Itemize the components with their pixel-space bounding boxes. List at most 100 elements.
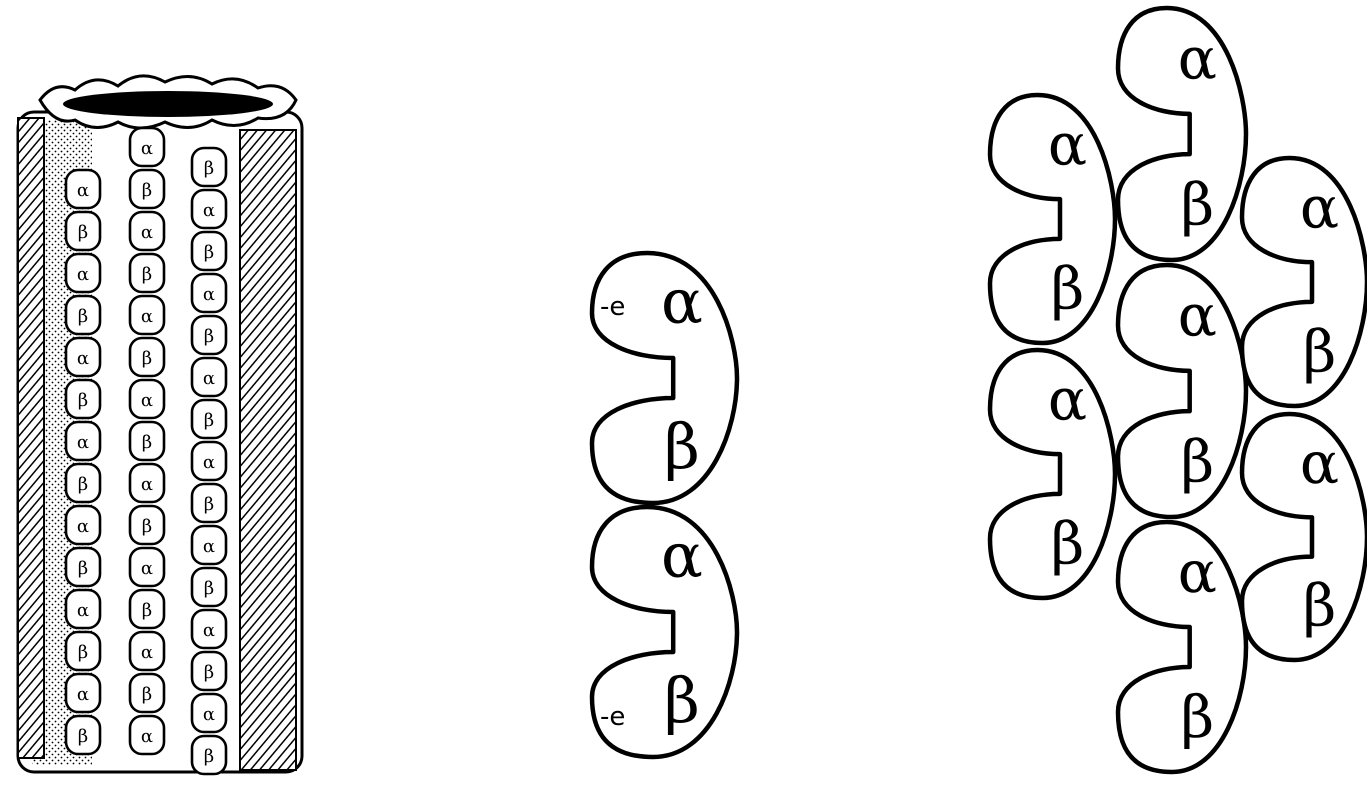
microtubule-subunit-shape [190, 440, 228, 482]
stack-charge-label: -e [600, 702, 625, 732]
stack-dimer-outline [589, 504, 740, 760]
microtubule-subunit-label: β [142, 600, 152, 621]
microtubule-subunit-label: α [141, 642, 153, 663]
stack-charge-label: -e [600, 292, 625, 322]
lattice-dimer-outline [987, 92, 1118, 346]
stack-dimer: αβ [589, 504, 740, 760]
microtubule-subunit-label: β [78, 306, 88, 327]
stack-dimer-outline [589, 250, 740, 506]
microtubule-subunit-shape [64, 378, 102, 420]
microtubule-subunit-label: β [142, 516, 152, 537]
lattice-dimer: αβ [987, 347, 1118, 601]
microtubule-subunit: α [64, 168, 102, 210]
microtubule-side-right [239, 129, 297, 771]
microtubule-subunit: β [64, 378, 102, 420]
microtubule-subunit-label: α [77, 516, 89, 537]
microtubule-subunit: β [190, 314, 228, 356]
microtubule-subunit: α [128, 630, 166, 672]
microtubule-subunit-shape [128, 378, 166, 420]
lattice-dimer: αβ [1239, 155, 1367, 409]
microtubule-subunit-label: β [142, 180, 152, 201]
lattice-beta-label: β [1181, 683, 1215, 751]
microtubule-subunit-shape [128, 504, 166, 546]
microtubule-subunit-shape [64, 294, 102, 336]
microtubule-subunit-label: β [204, 494, 214, 515]
microtubule-subunit: α [190, 188, 228, 230]
microtubule-subunit-shape [190, 608, 228, 650]
microtubule-subunit-shape [128, 126, 166, 168]
microtubule-subunit-label: β [78, 558, 88, 579]
microtubule-subunit-shape [128, 420, 166, 462]
microtubule-subunit: β [190, 482, 228, 524]
microtubule-subunit-shape [190, 692, 228, 734]
microtubule-subunit-shape [64, 672, 102, 714]
microtubule-subunit-shape [128, 210, 166, 252]
microtubule-subunit-label: α [141, 390, 153, 411]
microtubule-subunit-label: β [204, 410, 214, 431]
microtubule-subunit: β [190, 650, 228, 692]
microtubule-subunit: α [128, 378, 166, 420]
microtubule-subunit-label: α [203, 620, 215, 641]
microtubule-subunit: β [128, 504, 166, 546]
microtubule-subunit-label: β [204, 662, 214, 683]
microtubule-cylinder: αβαβαβαβαβαβαβαβαβαβαβαβαβαβαβαβαβαβαβαβ… [16, 74, 304, 776]
lattice-alpha-label: α [1178, 282, 1217, 350]
stack-beta-label: β [664, 664, 700, 737]
microtubule-subunit-label: α [203, 536, 215, 557]
lattice-dimer: αβ [1115, 262, 1249, 520]
microtubule-subunit-shape [128, 714, 166, 756]
microtubule-subunit-shape [128, 546, 166, 588]
microtubule-subunit-shape [190, 482, 228, 524]
microtubule-subunit-shape [64, 588, 102, 630]
microtubule-subunit: β [128, 252, 166, 294]
microtubule-subunit-shape [128, 294, 166, 336]
microtubule-subunit: α [64, 504, 102, 546]
microtubule-subunit-label: α [203, 452, 215, 473]
microtubule-subunit-label: α [203, 284, 215, 305]
lattice-alpha-label: α [1300, 173, 1339, 241]
microtubule-subunit: β [128, 168, 166, 210]
microtubule-subunit-shape [64, 546, 102, 588]
lattice-dimer-outline [1115, 262, 1249, 520]
stack-alpha-label: α [661, 519, 703, 592]
microtubule-subunit-label: β [142, 348, 152, 369]
microtubule-subunit-label: β [78, 222, 88, 243]
lattice-beta-label: β [1181, 171, 1215, 239]
microtubule-subunit: α [64, 420, 102, 462]
microtubule-subunit-label: α [141, 726, 153, 747]
microtubule-subunit-shape [64, 714, 102, 756]
microtubule-subunit: β [128, 336, 166, 378]
microtubule-subunit: β [190, 230, 228, 272]
microtubule-subunit: α [190, 272, 228, 314]
microtubule-subunit-label: β [78, 726, 88, 747]
microtubule-subunit: β [190, 734, 228, 776]
microtubule-subunit-shape [64, 504, 102, 546]
microtubule-subunit: β [64, 714, 102, 756]
microtubule-subunit-shape [64, 630, 102, 672]
microtubule-subunit-shape [190, 356, 228, 398]
microtubule-subunit: β [64, 462, 102, 504]
microtubule-subunit-shape [190, 146, 228, 188]
lattice-beta-label: β [1181, 428, 1215, 496]
microtubule-subunit: α [128, 210, 166, 252]
lattice-alpha-label: α [1048, 365, 1087, 433]
microtubule-subunit-shape [190, 230, 228, 272]
microtubule-subunit-label: α [77, 180, 89, 201]
lattice-dimer-outline [987, 347, 1118, 601]
lattice-dimer-outline [1115, 519, 1249, 775]
microtubule-subunit-label: β [204, 242, 214, 263]
microtubule-subunit-shape [190, 566, 228, 608]
lattice-beta-label: β [1303, 317, 1337, 385]
microtubule-subunit-label: β [204, 578, 214, 599]
microtubule-subunit-label: α [77, 348, 89, 369]
stack-alpha-label: α [661, 265, 703, 338]
stack-beta-label: β [664, 410, 700, 483]
microtubule-subunit-shape [64, 210, 102, 252]
microtubule-subunit-label: α [141, 138, 153, 159]
lattice-dimer: αβ [1239, 411, 1367, 663]
microtubule-subunit-shape [128, 672, 166, 714]
microtubule-lumen [63, 91, 273, 117]
microtubule-subunit-shape [190, 524, 228, 566]
microtubule-subunit-label: β [142, 432, 152, 453]
